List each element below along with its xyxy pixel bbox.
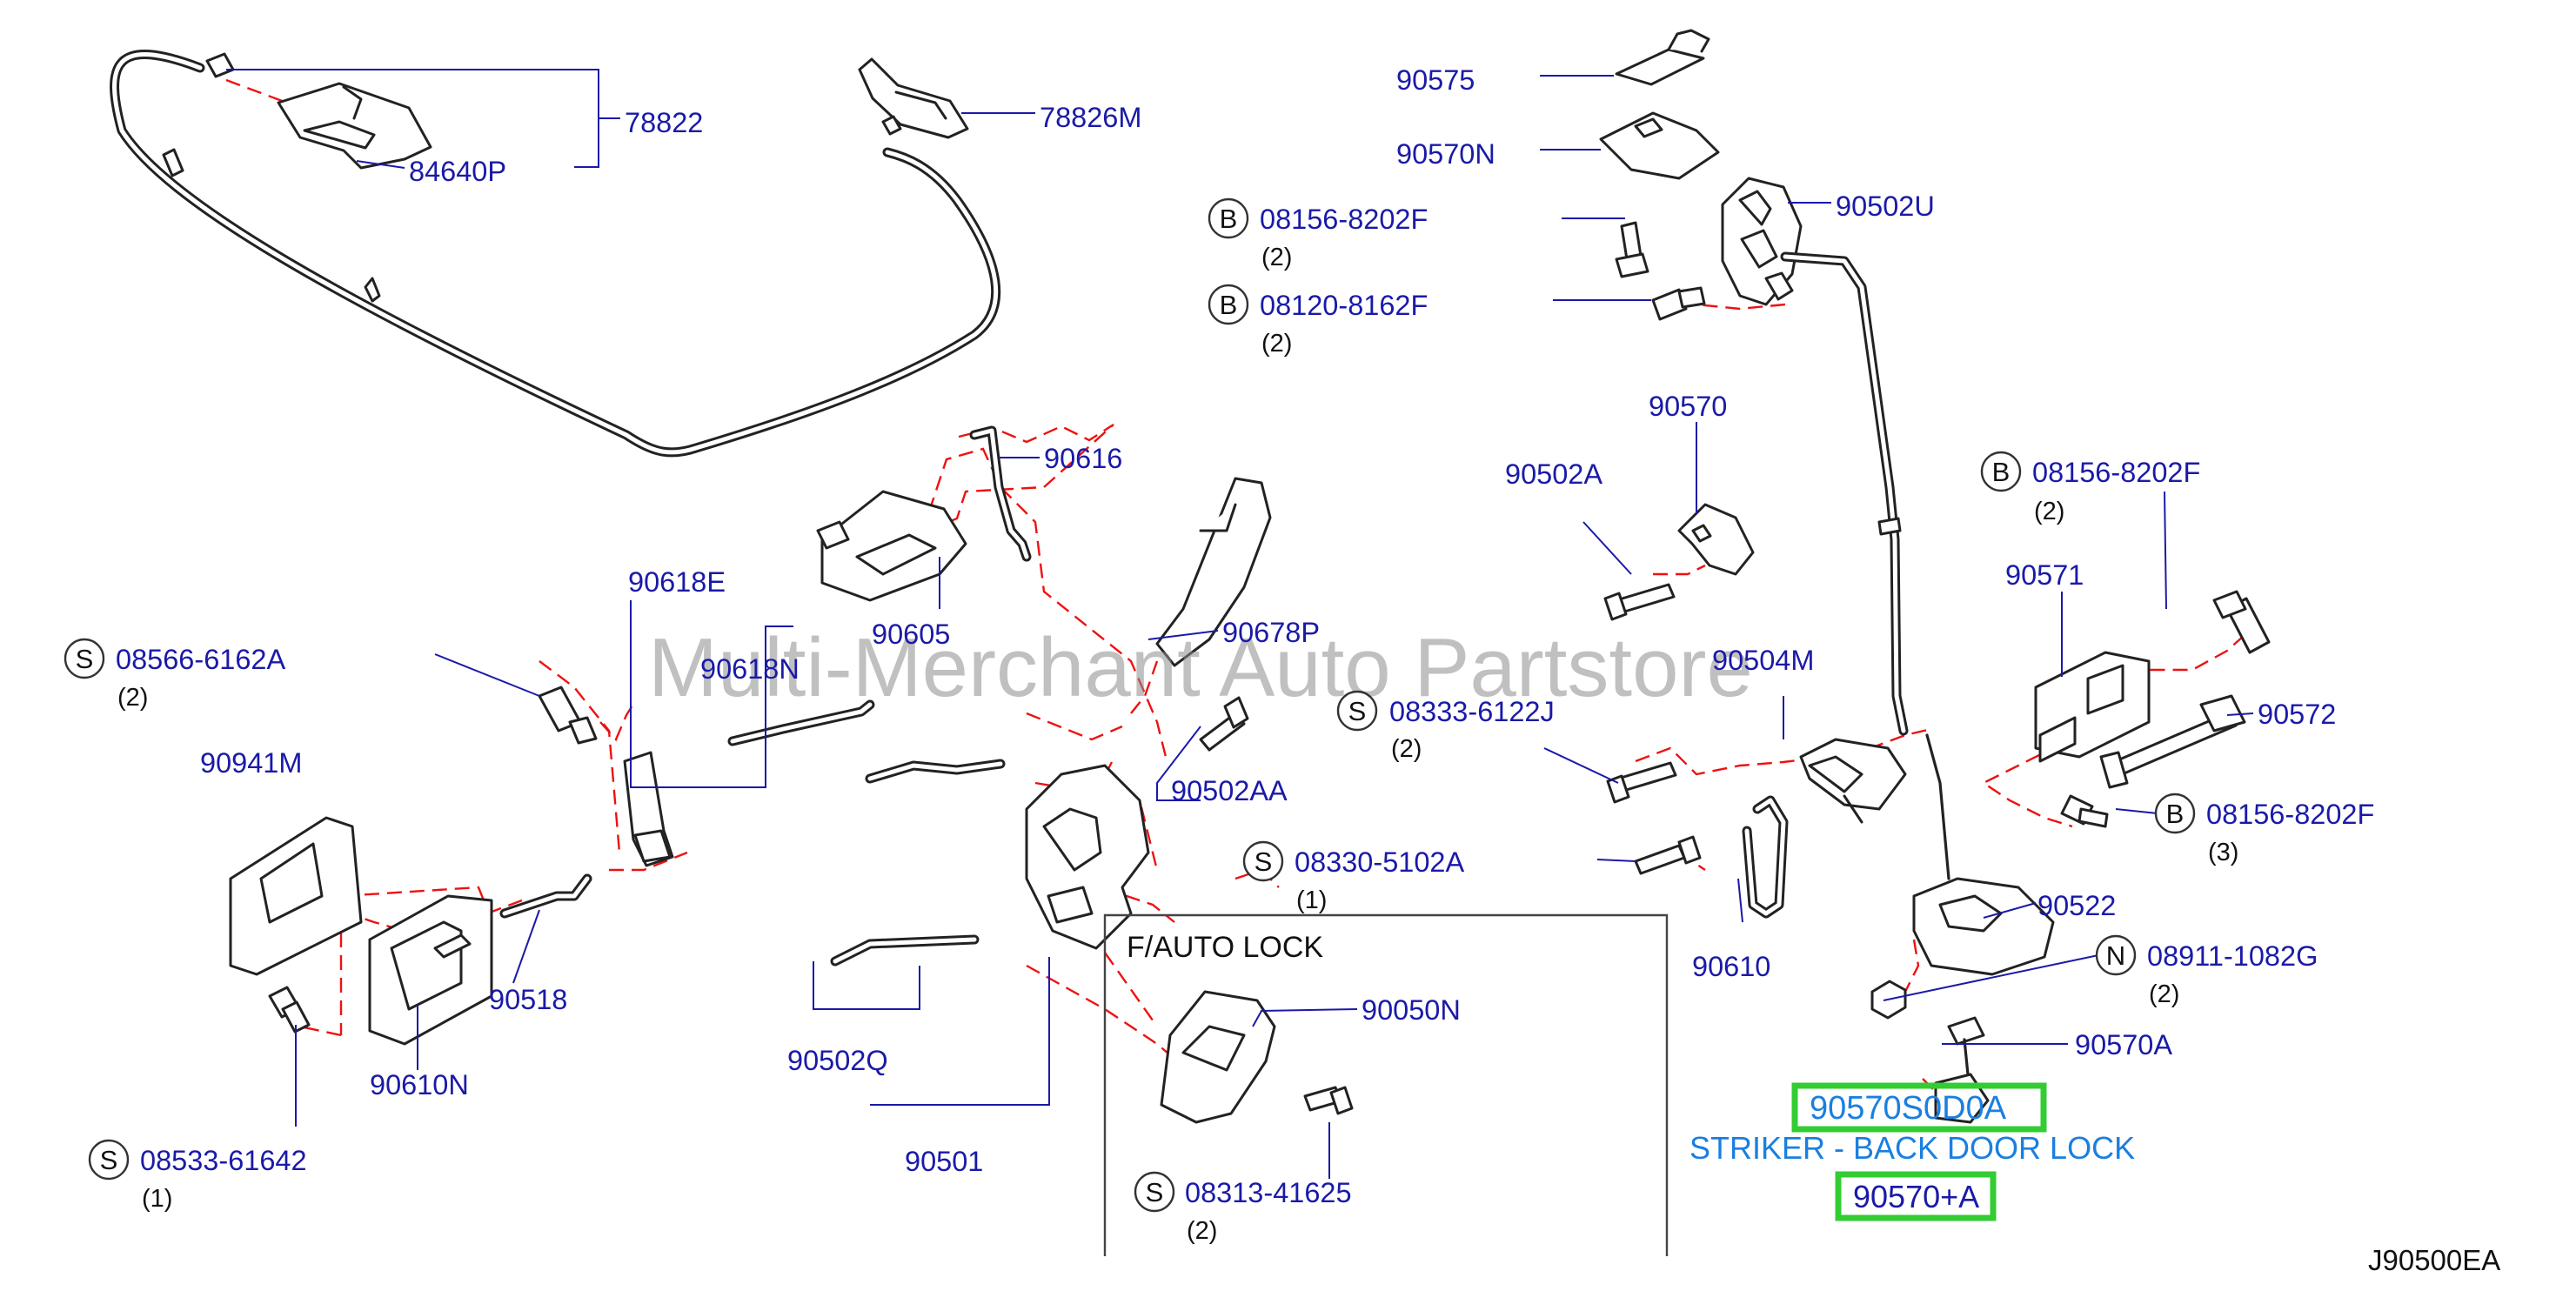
callout-labels: 78822 84640P 78826M 90575 90570N 90502U …	[64, 64, 2374, 1245]
bolt-08120	[1651, 286, 1706, 321]
prefix-letter: S	[1146, 1177, 1164, 1207]
part-90570N	[1599, 111, 1720, 180]
callout-90575[interactable]: 90575	[1396, 64, 1475, 96]
callout-90618N[interactable]: 90618N	[700, 653, 800, 685]
callout-90502Q[interactable]: 90502Q	[787, 1045, 888, 1076]
highlight-description: STRIKER - BACK DOOR LOCK	[1689, 1130, 2135, 1166]
bolt-08156-a	[1615, 221, 1649, 278]
part-90575	[1615, 48, 1705, 86]
prefix-circle	[2095, 934, 2137, 976]
callout-08120-8162F[interactable]: 08120-8162F	[1260, 290, 1428, 321]
callout-90502A[interactable]: 90502A	[1505, 458, 1602, 490]
callout-90618E[interactable]: 90618E	[628, 566, 726, 598]
callout-90605[interactable]: 90605	[872, 619, 950, 650]
prefix-letter: N	[2106, 940, 2125, 971]
qty-08911-1082G: (2)	[2149, 980, 2179, 1008]
prefix-circle	[88, 1139, 130, 1181]
callout-90610N[interactable]: 90610N	[370, 1069, 469, 1100]
callout-78822[interactable]: 78822	[625, 107, 703, 138]
qty-08333-6122J: (2)	[1391, 735, 1422, 763]
prefix-circle	[1134, 1171, 1175, 1213]
callout-90570A[interactable]: 90570A	[2075, 1029, 2172, 1060]
screw-08330	[1634, 844, 1686, 875]
qty-08120-8162F: (2)	[1261, 330, 1292, 358]
callout-90571[interactable]: 90571	[2005, 559, 2084, 591]
screw-90570A	[1947, 1016, 1985, 1046]
callout-90941M[interactable]: 90941M	[200, 747, 302, 779]
qty-08156-8202F-c: (3)	[2208, 839, 2238, 866]
prefix-letter: S	[100, 1145, 118, 1175]
callout-90502U[interactable]: 90502U	[1836, 191, 1935, 222]
callout-08156-8202F-b[interactable]: 08156-8202F	[2032, 457, 2200, 488]
prefix-circle	[1208, 197, 1249, 239]
callout-08533-61642[interactable]: 08533-61642	[140, 1145, 307, 1176]
qty-08330-5102A: (1)	[1296, 886, 1327, 914]
callout-90522[interactable]: 90522	[2037, 890, 2116, 921]
callout-90501[interactable]: 90501	[905, 1146, 983, 1177]
qty-08566-6162A: (2)	[117, 684, 148, 712]
highlight-box-ref	[1835, 1171, 1997, 1221]
callout-90502AA[interactable]: 90502AA	[1171, 775, 1288, 806]
callout-08333-6122J[interactable]: 08333-6122J	[1389, 696, 1555, 727]
highlighted-part: 90570S0D0A STRIKER - BACK DOOR LOCK 9057…	[1689, 1082, 2135, 1221]
callout-90504M[interactable]: 90504M	[1712, 645, 1814, 676]
callout-90570N[interactable]: 90570N	[1396, 138, 1495, 170]
prefix-circle	[64, 638, 105, 679]
diagram-code: J90500EA	[2368, 1244, 2500, 1276]
part-84640P	[277, 82, 432, 170]
callout-90610[interactable]: 90610	[1692, 951, 1770, 982]
callout-08911-1082G[interactable]: 08911-1082G	[2147, 940, 2318, 972]
prefix-letter: B	[2166, 799, 2185, 829]
prefix-letter: S	[1255, 846, 1273, 877]
qty-08313-41625: (2)	[1187, 1217, 1217, 1245]
callout-90678P[interactable]: 90678P	[1222, 617, 1320, 648]
subassembly-title: F/AUTO LOCK	[1127, 931, 1323, 964]
prefix-letter: S	[1348, 696, 1367, 726]
prefix-letter: B	[1220, 204, 1238, 234]
highlight-box-part-number	[1791, 1082, 2047, 1133]
part-90678P	[1155, 477, 1272, 667]
callout-90518[interactable]: 90518	[489, 984, 567, 1015]
part-90570	[1677, 503, 1755, 576]
parts-shapes	[110, 29, 2271, 1124]
prefix-circle	[1336, 690, 1378, 732]
highlight-part-number[interactable]: 90570S0D0A	[1810, 1090, 2007, 1127]
prefix-circle	[1242, 840, 1284, 882]
callout-90616[interactable]: 90616	[1044, 443, 1122, 474]
prefix-letter: B	[1220, 290, 1238, 320]
highlight-ref[interactable]: 90570+A	[1853, 1179, 1979, 1214]
callout-78826M[interactable]: 78826M	[1040, 102, 1141, 133]
prefix-circle	[1208, 284, 1249, 325]
callout-90570[interactable]: 90570	[1649, 391, 1727, 422]
callout-08566-6162A[interactable]: 08566-6162A	[116, 644, 285, 675]
callout-08156-8202F-c[interactable]: 08156-8202F	[2206, 799, 2374, 830]
callout-08330-5102A[interactable]: 08330-5102A	[1295, 846, 1464, 878]
prefix-circle	[1980, 451, 2022, 492]
callout-08156-8202F-a[interactable]: 08156-8202F	[1260, 204, 1428, 235]
callout-90572[interactable]: 90572	[2258, 699, 2336, 730]
callout-84640P[interactable]: 84640P	[409, 156, 506, 187]
prefix-letter: S	[76, 644, 94, 674]
watermark: Multi-Merchant Auto Partstore	[648, 621, 1753, 714]
qty-08533-61642: (1)	[142, 1185, 172, 1213]
leader-lines	[226, 69, 2254, 1179]
screw-08333	[1616, 761, 1677, 793]
prefix-circle	[2154, 793, 2196, 834]
subassembly-frame: F/AUTO LOCK	[1103, 913, 1669, 1256]
callout-90050N[interactable]: 90050N	[1362, 994, 1461, 1026]
prefix-letter: B	[1992, 457, 2011, 487]
callout-08313-41625[interactable]: 08313-41625	[1185, 1177, 1352, 1208]
qty-08156-8202F-b: (2)	[2034, 498, 2064, 525]
qty-08156-8202F-a: (2)	[1261, 244, 1292, 271]
